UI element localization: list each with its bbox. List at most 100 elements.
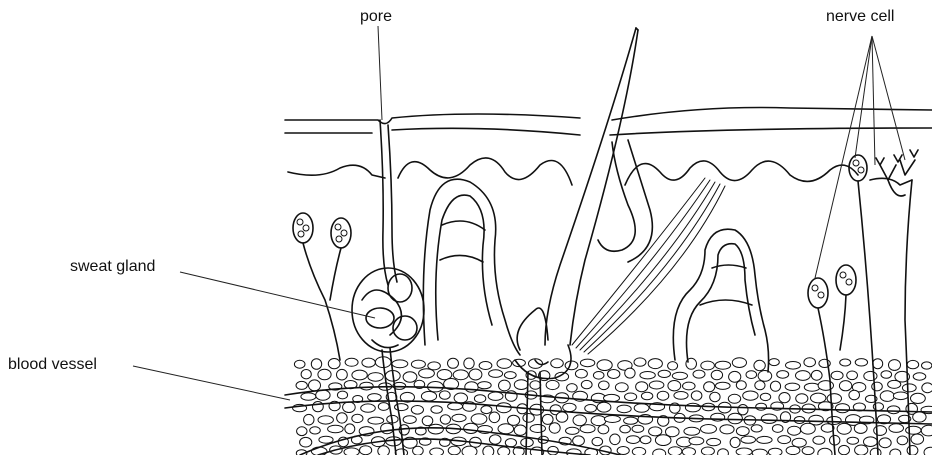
- fat-cell: [864, 371, 877, 380]
- fat-cell: [668, 447, 682, 455]
- fat-cell: [658, 370, 670, 377]
- fat-cell: [864, 437, 878, 447]
- fat-cell: [620, 425, 631, 433]
- fat-cell: [489, 412, 500, 423]
- fat-cell: [640, 436, 651, 444]
- fat-cell: [751, 425, 762, 432]
- fat-cell: [636, 382, 648, 392]
- fat-cell: [343, 402, 356, 413]
- fat-cell: [465, 382, 478, 393]
- fat-cell: [907, 360, 919, 368]
- fat-cell: [296, 381, 307, 389]
- fat-cell: [887, 406, 900, 414]
- fat-cell: [893, 392, 908, 400]
- fat-cell: [381, 423, 394, 434]
- fat-cell: [310, 427, 321, 434]
- fat-cell: [668, 362, 678, 370]
- fat-cell: [481, 406, 492, 414]
- fat-cell: [362, 358, 375, 367]
- fat-cell: [907, 446, 918, 455]
- fat-cell: [839, 445, 850, 454]
- fat-cell: [897, 436, 908, 445]
- fat-cell: [906, 426, 921, 434]
- fat-cell: [701, 425, 717, 434]
- fat-cell: [368, 417, 384, 424]
- fat-cell: [530, 381, 541, 389]
- touch-receptors-left: [293, 213, 351, 360]
- fat-cell: [488, 392, 503, 400]
- fat-cell: [580, 359, 594, 367]
- fat-cell: [551, 359, 564, 368]
- fat-cell: [448, 358, 459, 368]
- fat-cell: [778, 436, 791, 444]
- fat-cell: [514, 425, 526, 435]
- fat-cell: [922, 362, 932, 369]
- fat-cell: [682, 448, 695, 455]
- fat-cell: [720, 425, 734, 434]
- fat-cell: [345, 358, 358, 366]
- fat-cell: [403, 372, 417, 382]
- fat-cell: [592, 437, 603, 445]
- fat-cell: [796, 371, 811, 381]
- fat-cell: [573, 415, 586, 426]
- sweat-gland-leader: [180, 272, 375, 318]
- fat-cell: [657, 391, 669, 400]
- fat-cell: [840, 359, 851, 366]
- fat-cell: [736, 381, 746, 390]
- fat-cell: [649, 427, 662, 436]
- fat-cell: [575, 369, 587, 378]
- fat-cell: [728, 394, 740, 403]
- fat-cell: [474, 395, 485, 403]
- blood-vessel-leader: [133, 366, 290, 400]
- fat-cell: [483, 446, 494, 455]
- fat-cell: [392, 360, 408, 368]
- fat-cell: [413, 446, 424, 455]
- nerve-cell-leader-4: [872, 36, 905, 160]
- fat-cell: [598, 425, 609, 434]
- fat-cell: [880, 391, 894, 402]
- fat-cell: [530, 425, 545, 433]
- fat-cell: [755, 381, 765, 390]
- fat-cell: [743, 391, 758, 400]
- fat-cell: [736, 448, 752, 455]
- fat-cell: [827, 417, 841, 425]
- fat-cell: [499, 380, 511, 391]
- fat-cell: [648, 359, 662, 369]
- fat-cell: [498, 424, 514, 434]
- label-blood-vessel: blood vessel: [8, 356, 97, 374]
- fat-cell: [430, 448, 444, 455]
- fat-cell: [732, 358, 746, 368]
- fat-cell: [855, 445, 868, 455]
- fat-cell: [469, 369, 482, 380]
- fat-cell: [890, 449, 901, 455]
- pore-leader: [378, 26, 382, 120]
- fat-cell: [368, 373, 383, 382]
- fat-cell: [888, 380, 901, 388]
- fat-cell: [632, 425, 644, 432]
- fat-cell: [770, 381, 780, 391]
- fat-cell: [411, 406, 423, 415]
- fat-cell: [672, 372, 687, 379]
- fat-cell: [563, 403, 576, 411]
- fat-cell: [788, 426, 801, 435]
- dermis-border: [288, 158, 858, 185]
- fat-cell: [580, 425, 595, 433]
- label-leader-lines: [133, 26, 905, 400]
- fat-cell: [785, 383, 800, 390]
- fat-cell: [691, 391, 702, 400]
- fat-cell: [328, 359, 340, 369]
- fat-cell: [813, 436, 825, 444]
- fat-cell: [301, 370, 311, 379]
- fat-cell: [361, 404, 376, 412]
- hair-follicle: [515, 28, 652, 455]
- fat-cell: [626, 436, 639, 444]
- fat-cell: [403, 416, 416, 424]
- fat-cell: [786, 362, 801, 370]
- fat-cell: [304, 414, 314, 425]
- fat-cell: [754, 360, 765, 370]
- fat-cell: [337, 413, 348, 423]
- fat-cell: [471, 414, 487, 425]
- fat-cell: [757, 436, 772, 443]
- fat-cell: [746, 371, 757, 379]
- label-pore: pore: [360, 8, 392, 26]
